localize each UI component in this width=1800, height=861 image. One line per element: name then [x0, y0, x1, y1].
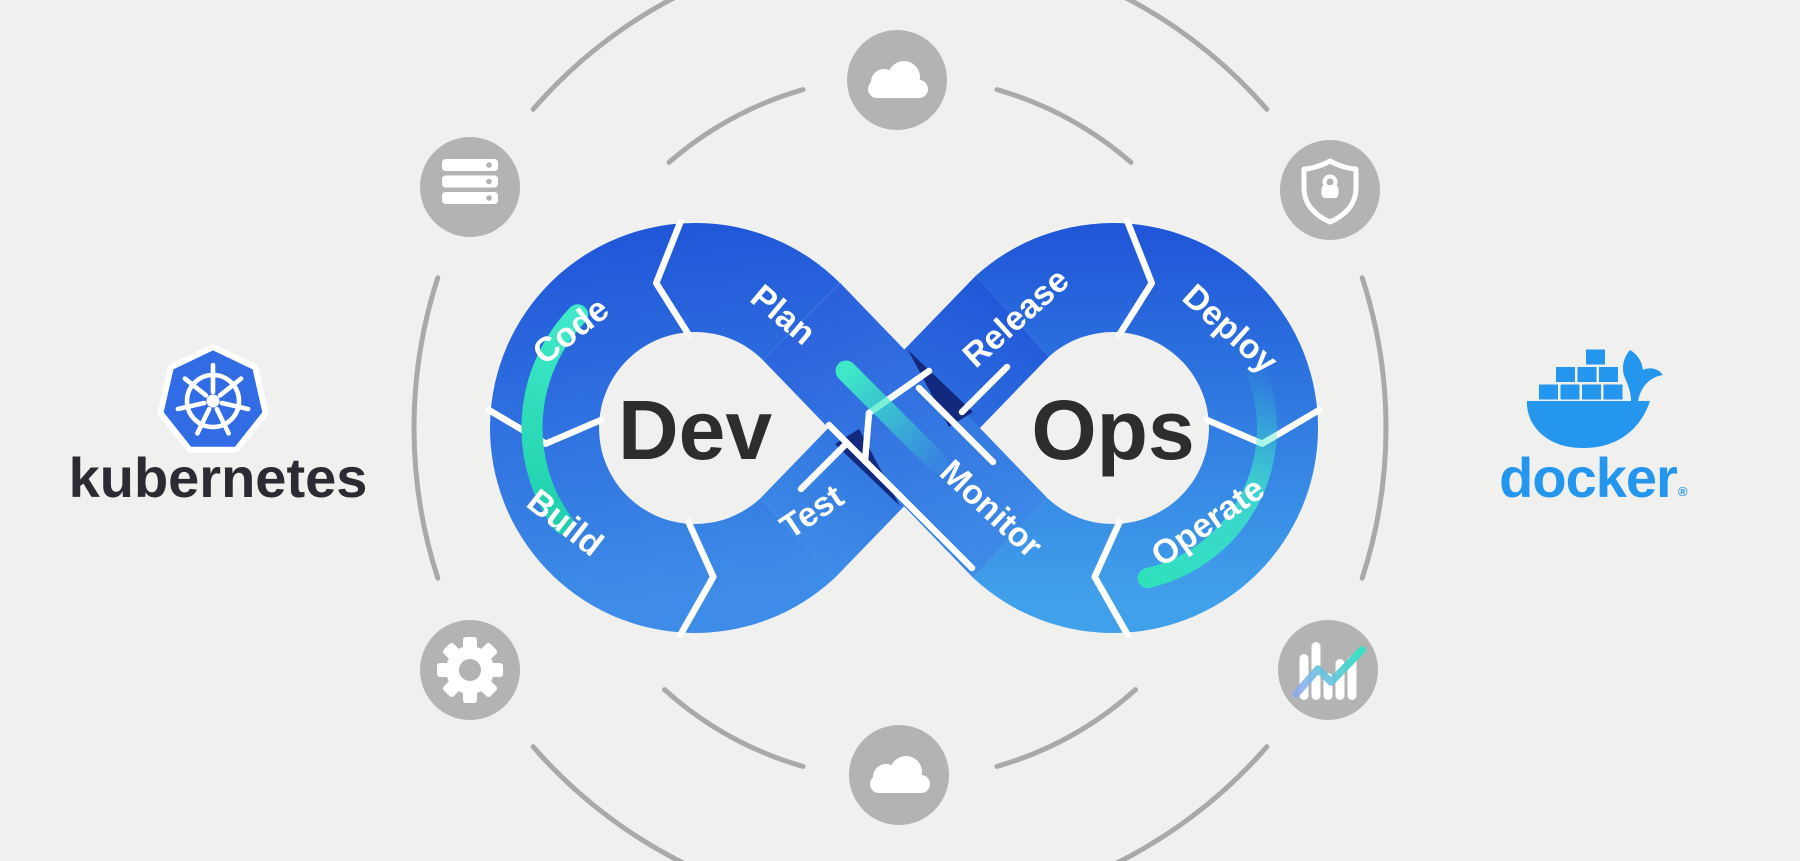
helm-spoke [219, 400, 251, 412]
orbit-arc-outer [411, 275, 441, 581]
dev-label: Dev [618, 383, 772, 477]
orbit-arc-outer [1124, 0, 1270, 112]
helm-spoke [182, 376, 209, 398]
orbit-arc-inner [994, 87, 1134, 165]
kubernetes-helm-wheel-icon [175, 362, 251, 436]
orbit-arc-inner [994, 687, 1138, 769]
kubernetes-wordmark: kubernetes [69, 446, 368, 509]
orbit-arc-inner [662, 687, 806, 769]
teal-accent-arc-right [1137, 365, 1277, 589]
stage-divider-chevron [1116, 218, 1156, 338]
stage-divider-chevron [485, 406, 605, 447]
kubernetes-logo: kubernetes [69, 344, 368, 509]
cloud-icon-top [847, 30, 947, 130]
server-icon [420, 137, 520, 237]
stage-divider-chevron [652, 218, 692, 338]
helm-spoke [217, 376, 244, 398]
helm-spoke [214, 406, 231, 436]
orbit-arc-outer [1359, 275, 1389, 581]
bar-chart-trend-icon [1278, 620, 1378, 720]
docker-whale-icon [1526, 349, 1663, 448]
docker-trademark: ® [1678, 484, 1688, 499]
shield-lock-icon [1280, 140, 1380, 240]
docker-logo: docker ® [1499, 349, 1688, 509]
devops-infinity-loop: Plan Code Build Test Release Deploy Oper… [485, 218, 1323, 638]
orbit-arc-outer [530, 744, 685, 861]
crossing-edge-line-lower [825, 421, 976, 572]
crossing-edge-line-upper [915, 384, 997, 466]
ops-label: Ops [1031, 383, 1194, 477]
monitor-plan-divider-chevron [861, 367, 933, 465]
orbit-guide-arcs [411, 0, 1389, 861]
orbit-arc-outer [530, 0, 676, 112]
crossing-cut-line-bottom [797, 440, 850, 493]
docker-wordmark: docker [1499, 446, 1677, 509]
cloud-icon-bottom [849, 725, 949, 825]
orbit-arc-outer [1115, 744, 1270, 861]
stage-divider-chevron [1091, 518, 1131, 638]
teal-accent-crossing [835, 360, 948, 473]
orbit-icons [420, 30, 1380, 825]
stage-divider-chevrons [485, 218, 1323, 638]
helm-spoke [195, 406, 212, 436]
helm-spoke [175, 400, 207, 412]
gear-icon [420, 620, 520, 720]
crossing-shadow-top [908, 350, 973, 427]
teal-accent-arc-left [521, 304, 589, 535]
orbit-arc-inner [666, 87, 806, 165]
stage-divider-chevron [677, 518, 717, 638]
crossing-cut-line-top [958, 363, 1011, 416]
